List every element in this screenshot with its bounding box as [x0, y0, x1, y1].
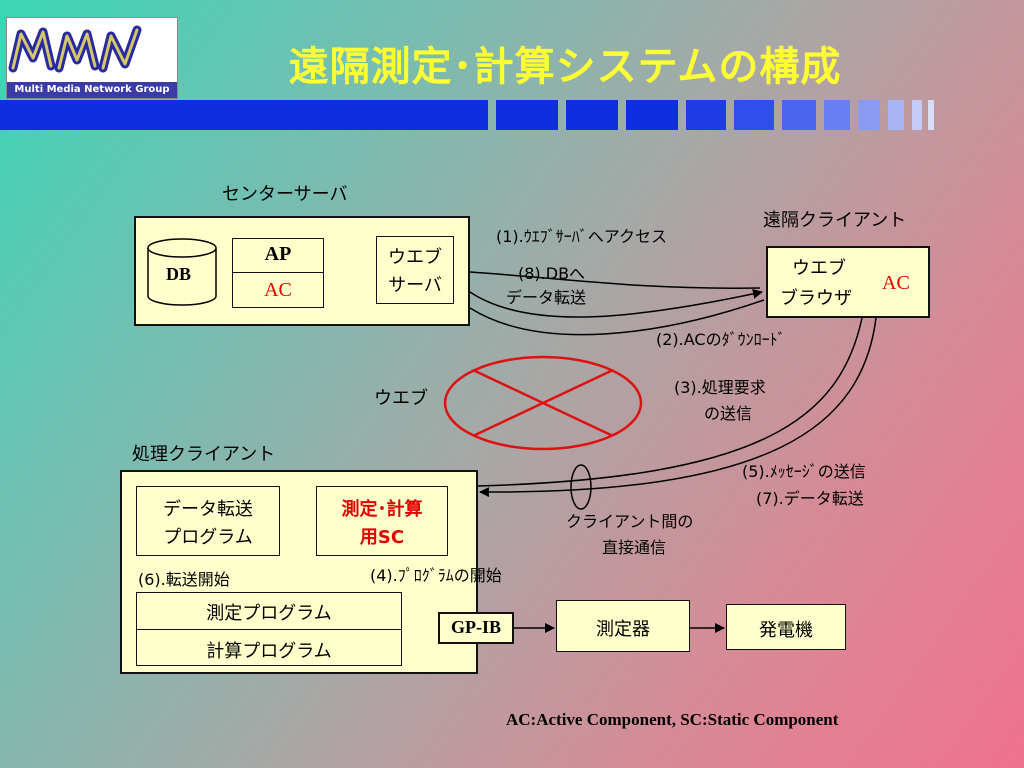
- remote-client-label: 遠隔クライアント: [763, 210, 907, 231]
- header-square: [734, 100, 774, 130]
- ap-ac-box: AP AC: [232, 238, 324, 308]
- logo: Multi Media Network Group: [6, 17, 178, 99]
- step-3-label-1: (3).処理要求: [674, 378, 766, 397]
- web-server-label-1: ウエブ: [388, 247, 442, 268]
- step-7-label: (7).データ転送: [756, 489, 864, 508]
- step-1-label: (1).ｳｴﾌﾞｻｰﾊﾞへアクセス: [496, 227, 667, 246]
- header-square: [824, 100, 850, 130]
- path-request-1: [477, 317, 863, 487]
- browser-ac-label: AC: [882, 272, 910, 294]
- measure-program-label: 測定プログラム: [206, 603, 332, 624]
- instrument-label: 測定器: [596, 619, 650, 640]
- header-square: [888, 100, 904, 130]
- step-5-label: (5).ﾒｯｾｰｼﾞの送信: [742, 462, 866, 481]
- center-server-box: DB AP AC ウエブ サーバ: [134, 216, 470, 326]
- generator-label: 発電機: [759, 620, 813, 641]
- header-square: [928, 100, 934, 130]
- header-square: [496, 100, 558, 130]
- web-server-label-2: サーバ: [388, 275, 442, 296]
- logo-caption: Multi Media Network Group: [7, 82, 177, 98]
- logo-mark-icon: [8, 25, 142, 73]
- header-square: [782, 100, 816, 130]
- step-6-label: (6).転送開始: [138, 570, 230, 589]
- step-8-label-1: (8).DBへ: [518, 264, 586, 283]
- footnote: AC:Active Component, SC:Static Component: [506, 710, 839, 729]
- header-square: [858, 100, 880, 130]
- db-label: DB: [166, 264, 192, 284]
- path-access: [460, 266, 761, 289]
- instrument-box: 測定器: [556, 600, 690, 652]
- program-stack-box: 測定プログラム 計算プログラム: [136, 592, 402, 666]
- web-cross-line: [472, 368, 614, 438]
- calc-program-label: 計算プログラム: [206, 641, 332, 662]
- page-title: 遠隔測定･計算システムの構成: [288, 44, 842, 90]
- sc-box: 測定･計算 用SC: [316, 486, 448, 556]
- direct-comm-loop: [570, 464, 592, 510]
- step-8-label-2: データ転送: [506, 288, 587, 307]
- header-square: [566, 100, 618, 130]
- step-4-label: (4).ﾌﾟﾛｸﾞﾗﾑの開始: [370, 566, 502, 585]
- web-browser-box: ウエブ ブラウザ AC: [766, 246, 930, 318]
- web-label: ウエブ: [374, 388, 428, 409]
- gpib-label: GP-IB: [450, 617, 501, 637]
- transfer-program-label-1: データ転送: [163, 499, 253, 520]
- database-icon: [147, 238, 217, 306]
- step-2-label: (2).ACのﾀﾞｳﾝﾛｰﾄﾞ: [656, 330, 786, 349]
- header-square: [626, 100, 678, 130]
- gpib-box: GP-IB: [438, 612, 514, 644]
- sc-label-1: 測定･計算: [341, 499, 423, 520]
- header-square: [686, 100, 726, 130]
- direct-comm-label-1: クライアント間の: [566, 512, 694, 531]
- web-server-box: ウエブ サーバ: [376, 236, 454, 304]
- step-3-label-2: の送信: [704, 404, 753, 423]
- ap-label: AP: [264, 243, 292, 265]
- center-server-label: センターサーバ: [222, 184, 348, 205]
- header-square: [912, 100, 922, 130]
- path-request-2: [479, 317, 877, 498]
- transfer-program-label-2: プログラム: [163, 527, 253, 548]
- header-bar: [0, 100, 488, 130]
- direct-comm-label-2: 直接通信: [602, 538, 667, 557]
- processing-client-label: 処理クライアント: [132, 444, 276, 465]
- transfer-program-box: データ転送 プログラム: [136, 486, 280, 556]
- generator-box: 発電機: [726, 604, 846, 650]
- path-db-transfer: [469, 288, 763, 318]
- browser-label-2: ブラウザ: [780, 288, 852, 309]
- path-ac-download: [469, 299, 765, 336]
- web-ellipse: [443, 355, 643, 451]
- browser-label-1: ウエブ: [792, 258, 846, 279]
- ac-label: AC: [264, 279, 292, 301]
- sc-label-2: 用SC: [359, 527, 405, 548]
- processing-client-box: データ転送 プログラム 測定･計算 用SC (6).転送開始 測定プログラム 計…: [120, 470, 478, 674]
